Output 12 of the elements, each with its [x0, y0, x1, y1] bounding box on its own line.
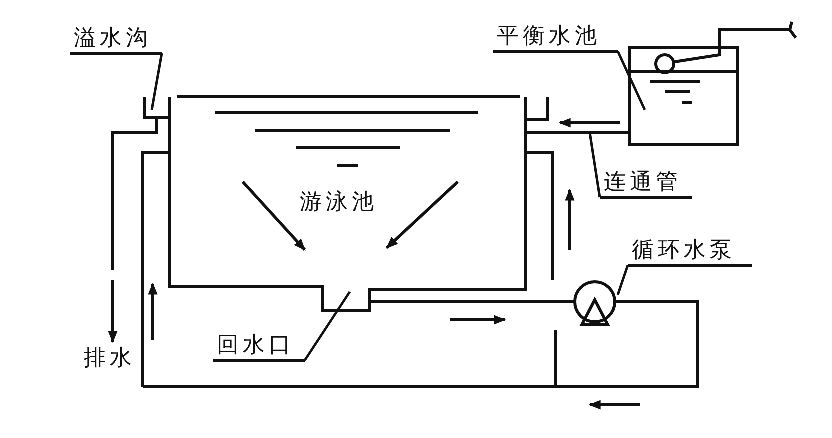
leader-line — [616, 265, 630, 296]
leader-line — [150, 53, 164, 110]
leader-line — [616, 50, 646, 111]
part-label: 回水口 — [213, 333, 305, 362]
part-label: 连通管 — [600, 170, 692, 199]
outlet-label: 排水 — [84, 346, 136, 372]
part-label: 平衡水池 — [493, 24, 618, 53]
part-label: 循环水泵 — [628, 238, 752, 267]
leader-line — [304, 291, 352, 362]
pool-label: 游泳池 — [300, 190, 378, 216]
leader-line — [588, 132, 602, 198]
part-label: 溢水沟 — [70, 26, 162, 55]
